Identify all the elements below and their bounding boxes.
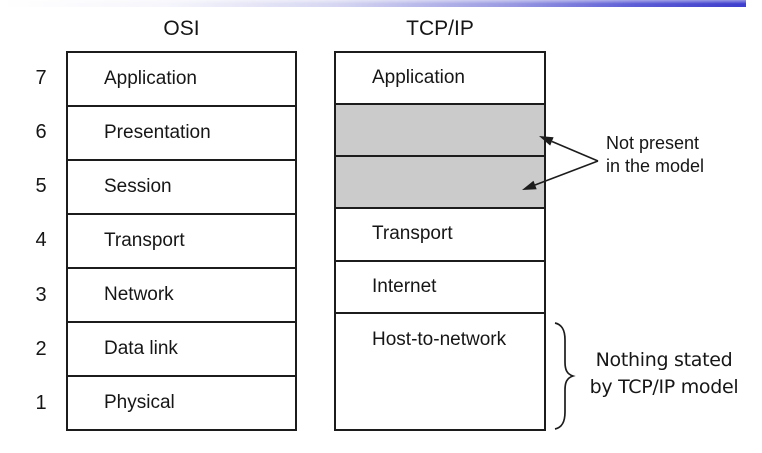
osi-layer-data-link: Data link: [68, 323, 295, 377]
osi-stack: Application Presentation Session Transpo…: [66, 51, 297, 431]
top-gradient-bar: [0, 0, 746, 7]
layer-number-7: 7: [35, 66, 47, 89]
layer-number-5: 5: [35, 175, 47, 198]
tcpip-stack: Application Transport Internet Host-to-n…: [334, 51, 546, 431]
tcpip-column-title: TCP/IP: [406, 17, 474, 40]
osi-column-title: OSI: [163, 17, 200, 40]
osi-layer-session: Session: [68, 161, 295, 215]
osi-layer-application: Application: [68, 53, 295, 107]
osi-layer-network: Network: [68, 269, 295, 323]
osi-layer-physical: Physical: [68, 377, 295, 429]
not-present-annotation: Not present in the model: [606, 132, 704, 178]
not-present-line1: Not present: [606, 133, 700, 153]
osi-layer-numbers: 7 6 5 4 3 2 1: [24, 51, 58, 431]
nothing-stated-line2: by TCP/IP model: [589, 376, 739, 398]
tcpip-layer-host-to-network: Host-to-network: [336, 313, 544, 429]
not-present-arrow-upper-icon: [539, 136, 599, 162]
layer-number-1: 1: [35, 392, 47, 415]
tcpip-layer-application: Application: [336, 53, 544, 106]
osi-layer-presentation: Presentation: [68, 107, 295, 161]
tcpip-shaded-cell-upper: [336, 105, 544, 158]
nothing-stated-annotation: Nothing stated by TCP/IP model: [576, 347, 752, 401]
layer-number-3: 3: [35, 283, 47, 306]
tcpip-layer-internet: Internet: [336, 261, 544, 314]
layer-number-6: 6: [35, 120, 47, 143]
layer-number-4: 4: [35, 229, 47, 252]
nothing-stated-line1: Nothing stated: [595, 349, 733, 371]
osi-layer-transport: Transport: [68, 215, 295, 269]
layer-number-2: 2: [35, 338, 47, 361]
not-present-line2: in the model: [606, 156, 705, 176]
tcpip-shaded-cell-lower: [336, 157, 544, 210]
tcpip-layer-transport: Transport: [336, 209, 544, 262]
curly-brace-icon: [554, 322, 576, 430]
